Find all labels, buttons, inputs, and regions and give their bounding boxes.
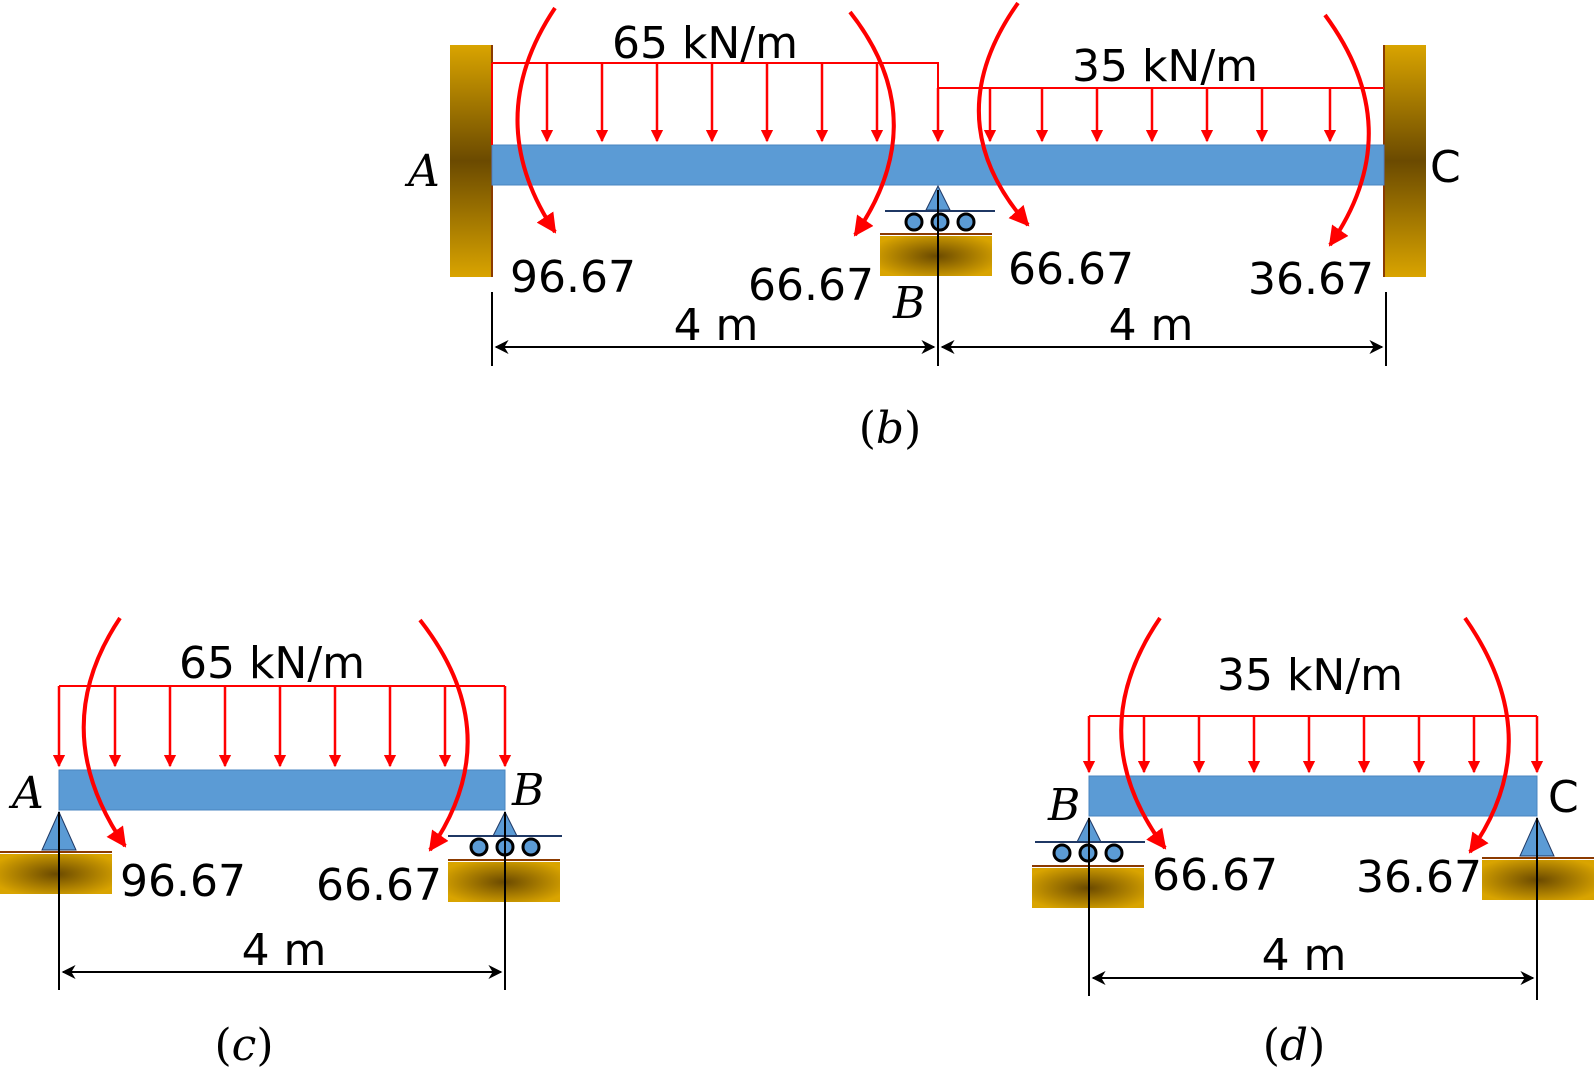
load-label-65-c: 65 kN/m (179, 638, 365, 689)
moment-arrow-a (515, 6, 557, 234)
caption-b: (b) (859, 403, 922, 454)
load-label-35-d: 35 kN/m (1217, 650, 1403, 701)
dimension-c (58, 812, 506, 990)
dimension-d (1088, 818, 1538, 1000)
distributed-load-65 (491, 62, 945, 145)
moment-arrow-b-c (418, 618, 470, 852)
node-label-c-d: C (1548, 772, 1579, 823)
node-label-b-d: B (1047, 780, 1080, 831)
moment-value-b-left: 66.67 (748, 260, 874, 311)
moment-value-c: 36.67 (1248, 254, 1374, 305)
span-label-right: 4 m (1109, 300, 1194, 351)
roller-support-b (880, 184, 995, 276)
node-label-a: A (404, 146, 440, 197)
moment-arrow-c-d (1463, 616, 1511, 854)
wall-support-a (450, 45, 492, 277)
load-label-35: 35 kN/m (1072, 41, 1258, 92)
node-label-b: B (892, 278, 925, 329)
load-label-65: 65 kN/m (612, 18, 798, 69)
moment-arrow-c (1323, 13, 1371, 247)
node-label-a-c: A (8, 768, 44, 819)
moment-arrow-b-right (976, 1, 1030, 227)
node-label-c: C (1430, 142, 1461, 193)
figure-b: 65 kN/m 35 kN/m A C B 96.67 66.67 66.67 … (404, 1, 1461, 454)
distributed-load-65-c (52, 685, 512, 768)
beam-b (491, 144, 1385, 186)
moment-arrow-b-d (1119, 616, 1167, 850)
moment-value-a-c: 96.67 (120, 856, 246, 907)
moment-arrow-a-c (81, 616, 127, 848)
moment-value-a: 96.67 (510, 252, 636, 303)
moment-value-c-d: 36.67 (1356, 852, 1482, 903)
distributed-load-35-d (1082, 715, 1544, 774)
moment-value-b-right: 66.67 (1008, 244, 1134, 295)
moment-value-b-c: 66.67 (316, 860, 442, 911)
moment-arrow-b-left (848, 10, 896, 237)
span-label-d: 4 m (1262, 930, 1347, 981)
pin-support-a-c (0, 810, 112, 894)
figure-d: 35 kN/m B C 66.67 36.67 4 m (d) (1032, 616, 1594, 1071)
caption-c: (c) (215, 1020, 274, 1071)
dimension-b (491, 190, 1387, 366)
beam-d (1088, 775, 1538, 817)
caption-d: (d) (1263, 1020, 1326, 1071)
beam-c (58, 769, 506, 811)
distributed-load-35 (938, 87, 1384, 143)
figure-c: 65 kN/m A B 96.67 66.67 4 m (c) (0, 616, 562, 1071)
span-label-left: 4 m (674, 300, 759, 351)
node-label-b-c: B (511, 765, 544, 816)
moment-value-b-d: 66.67 (1152, 850, 1278, 901)
wall-support-c (1384, 45, 1426, 277)
span-label-c: 4 m (242, 925, 327, 976)
